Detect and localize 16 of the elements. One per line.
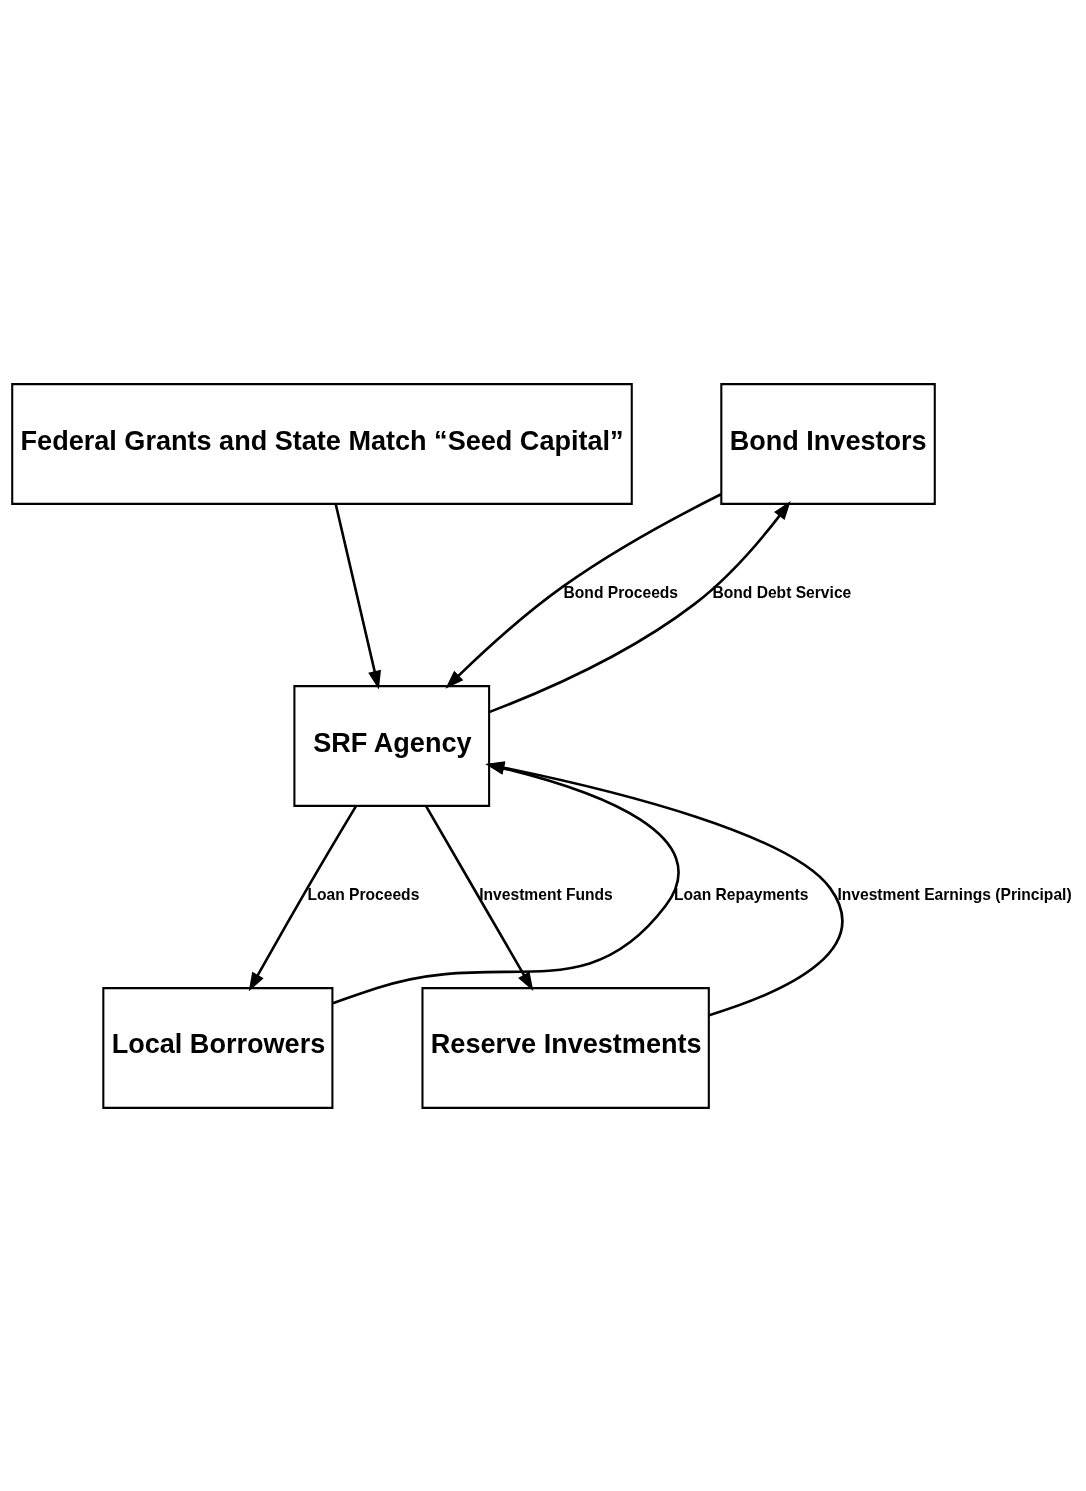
edge-label: Investment Earnings (Principal) (837, 885, 1072, 903)
edge-label: Investment Funds (479, 885, 613, 903)
arrow (334, 503, 381, 690)
edge-label: Loan Proceeds (307, 885, 420, 903)
arrow (488, 500, 791, 713)
node-box: SRF Agency (293, 684, 491, 807)
node-box: Bond Investors (720, 382, 936, 505)
arrow (445, 492, 722, 689)
arrow (248, 804, 358, 991)
node-box: Federal Grants and State Match “Seed Capital” (11, 382, 633, 505)
edge-label: Bond Proceeds (563, 583, 679, 601)
edge-label: Loan Repayments (673, 885, 809, 903)
edge-label: Bond Debt Service (712, 583, 852, 601)
node-box: Reserve Investments (421, 986, 710, 1109)
arrow (424, 804, 534, 991)
node-box: Local Borrowers (102, 986, 334, 1109)
